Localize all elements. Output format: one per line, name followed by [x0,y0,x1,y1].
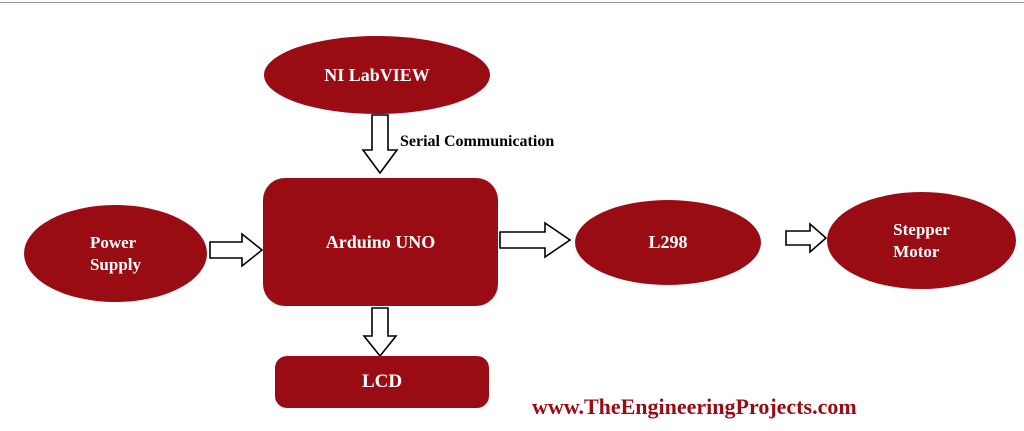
arrow-arduino-to-l298 [499,221,572,259]
node-arduino-uno: Arduino UNO [263,178,498,306]
node-power-supply-label: Power Supply [89,233,142,274]
arrow-powersupply-to-arduino [209,232,264,268]
node-lcd: LCD [275,356,489,408]
node-ni-labview-label: NI LabVIEW [324,64,430,85]
node-l298-label: L298 [648,232,688,253]
node-l298: L298 [575,200,761,285]
arrow-arduino-to-lcd [362,307,398,358]
node-power-supply: Power Supply [24,205,207,302]
serial-communication-label: Serial Communication [400,133,555,150]
website-watermark: www.TheEngineeringProjects.com [532,394,857,419]
node-ni-labview: NI LabVIEW [264,36,490,114]
arrow-l298-to-stepper [785,222,828,254]
node-lcd-label: LCD [361,371,403,393]
top-edge-line [0,2,1024,3]
arrow-nilabview-to-arduino [361,114,399,175]
node-arduino-uno-label: Arduino UNO [325,231,436,252]
node-stepper-motor: Stepper Motor [827,192,1016,289]
node-stepper-motor-label: Stepper Motor [893,220,950,261]
